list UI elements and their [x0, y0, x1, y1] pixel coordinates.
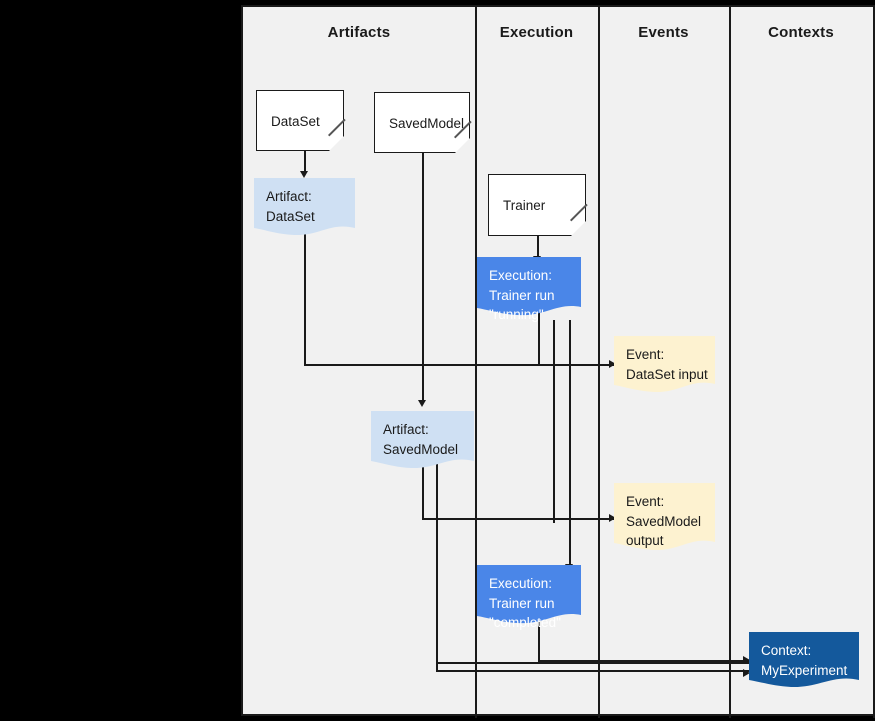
- note-shape: [254, 178, 355, 236]
- note-shape: [477, 257, 581, 316]
- node-artifact-dataset-label: Artifact: DataSet: [266, 189, 315, 224]
- column-divider-execution-events: [598, 7, 600, 718]
- document-fold-icon: [453, 136, 471, 154]
- connector-exec-completed-to-context: [538, 660, 750, 662]
- column-divider-artifacts-execution: [475, 7, 477, 718]
- column-header-execution: Execution: [499, 24, 574, 41]
- connector-dataset-to-artifact: [304, 151, 306, 173]
- node-savedmodel-type-label: SavedModel: [389, 116, 465, 131]
- node-trainer-type-label: Trainer: [503, 198, 546, 213]
- note-shape: [477, 565, 581, 624]
- document-fold-icon: [569, 219, 587, 237]
- diagram-board: Artifacts Execution Events Contexts: [241, 5, 875, 718]
- node-context-myexperiment-label: Context: MyExperiment: [761, 643, 848, 678]
- node-dataset-type[interactable]: DataSet: [256, 90, 345, 152]
- column-header-events: Events: [638, 24, 689, 41]
- node-execution-running-label: Execution: Trainer run "running": [489, 268, 555, 323]
- connector-exec-running-leg3: [569, 320, 571, 566]
- connector-savedmodel-output-right: [422, 518, 616, 520]
- column-divider-right-edge: [873, 7, 875, 718]
- arrowhead-context-upper: [743, 656, 750, 665]
- arrowhead-context-lower: [743, 669, 750, 678]
- node-event-savedmodel-output-label: Event: SavedModel output: [626, 494, 702, 549]
- node-execution-completed[interactable]: Execution: Trainer run "completed": [477, 565, 581, 630]
- node-event-dataset-input-label: Event: DataSet input: [626, 347, 708, 382]
- connector-exec-running-leg1: [538, 312, 540, 366]
- node-artifact-dataset[interactable]: Artifact: DataSet: [254, 178, 355, 239]
- node-execution-running[interactable]: Execution: Trainer run "running": [477, 257, 581, 322]
- node-event-dataset-input[interactable]: Event: DataSet input: [614, 336, 715, 396]
- column-divider-events-contexts: [729, 7, 731, 718]
- connector-savedmodel-to-artifact: [422, 152, 424, 402]
- connector-artifact-savedmodel-leg1: [422, 462, 424, 520]
- node-savedmodel-type[interactable]: SavedModel: [374, 92, 471, 154]
- node-artifact-savedmodel-label: Artifact: SavedModel: [383, 422, 459, 457]
- arrowhead-dataset-to-artifact: [300, 171, 309, 178]
- connector-context-lower-jog: [436, 662, 438, 670]
- note-shape: [749, 632, 859, 688]
- connector-artifact-savedmodel-leg2: [436, 462, 438, 664]
- node-dataset-type-label: DataSet: [271, 114, 320, 129]
- note-shape: [371, 411, 474, 469]
- connector-exec-running-leg2: [553, 320, 555, 523]
- connector-artifact-dataset-right: [304, 364, 616, 366]
- node-context-myexperiment[interactable]: Context: MyExperiment: [749, 632, 859, 691]
- connector-artifact-dataset-down: [304, 234, 306, 366]
- node-execution-completed-label: Execution: Trainer run "completed": [489, 576, 561, 631]
- node-trainer-type[interactable]: Trainer: [488, 174, 587, 237]
- column-header-artifacts: Artifacts: [327, 24, 391, 41]
- arrowhead-savedmodel-output-event: [609, 514, 616, 523]
- note-shape: [614, 483, 715, 551]
- connector-trainer-to-execution: [537, 236, 539, 258]
- connector-exec-completed-down: [538, 622, 540, 662]
- column-header-contexts: Contexts: [768, 24, 834, 41]
- arrowhead-dataset-input-event: [609, 360, 616, 369]
- node-artifact-savedmodel[interactable]: Artifact: SavedModel: [371, 411, 474, 472]
- node-event-savedmodel-output[interactable]: Event: SavedModel output: [614, 483, 715, 555]
- connector-context-lower-run: [436, 670, 750, 672]
- connector-artifact-savedmodel-to-context: [436, 662, 750, 664]
- note-shape: [614, 336, 715, 393]
- arrowhead-savedmodel-to-artifact: [418, 400, 427, 407]
- document-fold-icon: [327, 134, 345, 152]
